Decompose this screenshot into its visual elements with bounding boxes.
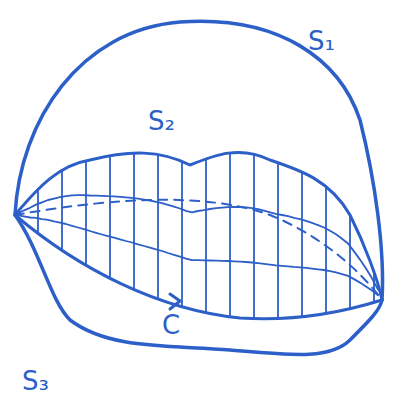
curve-c-front — [15, 215, 382, 319]
mesh-line — [349, 215, 351, 309]
curve-c-back — [15, 200, 382, 300]
mesh-line — [325, 187, 327, 314]
surface-s2-outline — [15, 152, 382, 300]
mesh-line — [229, 153, 231, 317]
surface-s1-outline — [15, 21, 383, 300]
mesh-line — [181, 161, 183, 306]
mesh-line — [301, 172, 303, 317]
mesh-line — [205, 159, 207, 313]
mesh-line — [253, 154, 255, 318]
surface-label: S₁ — [308, 28, 335, 54]
mesh-line — [61, 170, 63, 250]
mesh-line — [85, 161, 87, 265]
surface-s3-outline — [15, 215, 382, 354]
surface-label: S₂ — [148, 108, 175, 134]
mesh-line — [157, 155, 159, 300]
mesh-line — [133, 153, 135, 290]
mesh-line — [18, 195, 378, 290]
mesh-line — [109, 156, 111, 279]
surface-label: S₃ — [22, 368, 49, 394]
mesh-line — [277, 163, 279, 319]
surface-label: C — [162, 312, 180, 338]
surface-mesh — [18, 153, 378, 319]
orientation-arrow — [170, 294, 180, 309]
